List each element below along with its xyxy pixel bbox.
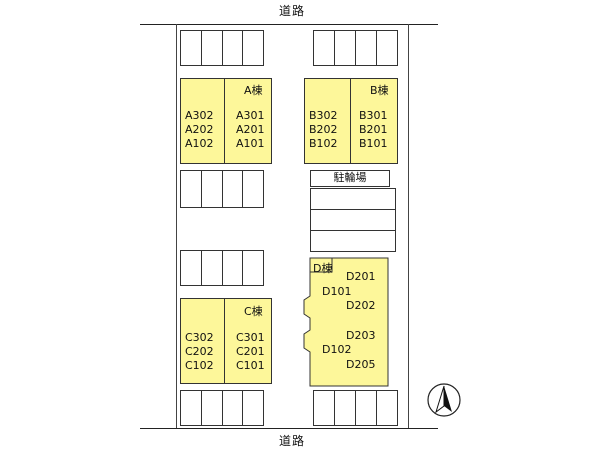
parking-slot [335, 391, 356, 425]
parking-row-middle-left [180, 170, 264, 208]
parking-slot [181, 171, 202, 207]
unit-label: A301 [236, 109, 265, 122]
parking-slot [202, 31, 223, 65]
bottom-road-edge [140, 428, 438, 429]
building-a-divider [224, 79, 225, 163]
parking-slot [335, 31, 356, 65]
unit-label: D203 [346, 329, 376, 342]
north-arrow-icon [426, 382, 462, 422]
unit-label: C102 [185, 359, 214, 372]
building-c: C棟 C302 C202 C102 C301 C201 C101 [180, 298, 272, 384]
unit-label: C302 [185, 331, 214, 344]
unit-label: D102 [322, 343, 352, 356]
unit-label: D202 [346, 299, 376, 312]
top-road-edge [140, 24, 438, 25]
building-d-name: D棟 [313, 262, 333, 275]
parking-slot [356, 391, 377, 425]
bottom-road-label: 道路 [278, 434, 305, 448]
parking-slot [181, 251, 202, 285]
parking-slot [223, 391, 244, 425]
bike-parking: 駐輪場 [310, 170, 390, 187]
parking-row-bottom-left [180, 390, 264, 426]
parking-slot [223, 31, 244, 65]
unit-label: B101 [359, 137, 388, 150]
building-b: B棟 B302 B202 B102 B301 B201 B101 [304, 78, 398, 164]
parking-slot [181, 391, 202, 425]
top-road-label: 道路 [278, 4, 305, 18]
building-c-left-units: C302 C202 C102 [185, 331, 214, 373]
building-a-name: A棟 [244, 84, 263, 97]
parking-row-top-left [180, 30, 264, 66]
lot-left-edge [176, 24, 177, 428]
building-b-name: B棟 [370, 84, 389, 97]
building-c-right-units: C301 C201 C101 [236, 331, 265, 373]
parking-row-bottom-right [313, 390, 398, 426]
unit-label: A202 [185, 123, 214, 136]
building-a-right-units: A301 A201 A101 [236, 109, 265, 151]
unit-label: C101 [236, 359, 265, 372]
parking-slot [314, 31, 335, 65]
building-b-right-units: B301 B201 B101 [359, 109, 388, 151]
unit-label: A201 [236, 123, 265, 136]
parking-slot [311, 210, 395, 231]
parking-slot [311, 231, 395, 252]
parking-column-right [310, 188, 396, 252]
building-c-name: C棟 [244, 305, 263, 318]
parking-slot [243, 31, 264, 65]
unit-label: B301 [359, 109, 388, 122]
parking-row-top-right [313, 30, 398, 66]
parking-slot [377, 391, 398, 425]
building-a: A棟 A302 A202 A102 A301 A201 A101 [180, 78, 272, 164]
unit-label: B302 [309, 109, 338, 122]
parking-slot [202, 171, 223, 207]
unit-label: C301 [236, 331, 265, 344]
building-d-outline [303, 257, 389, 387]
parking-slot [202, 251, 223, 285]
unit-label: D205 [346, 358, 376, 371]
parking-slot [243, 171, 264, 207]
parking-slot [314, 391, 335, 425]
parking-slot [243, 251, 264, 285]
building-b-divider [350, 79, 351, 163]
building-a-left-units: A302 A202 A102 [185, 109, 214, 151]
parking-row-lower-left [180, 250, 264, 286]
building-c-divider [224, 299, 225, 383]
unit-label: A101 [236, 137, 265, 150]
parking-slot [181, 31, 202, 65]
unit-label: B201 [359, 123, 388, 136]
unit-label: B102 [309, 137, 338, 150]
building-b-left-units: B302 B202 B102 [309, 109, 338, 151]
parking-slot [377, 31, 398, 65]
parking-slot [356, 31, 377, 65]
parking-slot [311, 189, 395, 210]
unit-label: D101 [322, 285, 352, 298]
parking-slot [223, 171, 244, 207]
parking-slot [243, 391, 264, 425]
unit-label: A102 [185, 137, 214, 150]
parking-slot [223, 251, 244, 285]
unit-label: B202 [309, 123, 338, 136]
unit-label: D201 [346, 270, 376, 283]
unit-label: C202 [185, 345, 214, 358]
parking-slot [202, 391, 223, 425]
unit-label: C201 [236, 345, 265, 358]
unit-label: A302 [185, 109, 214, 122]
lot-right-edge [408, 24, 409, 428]
